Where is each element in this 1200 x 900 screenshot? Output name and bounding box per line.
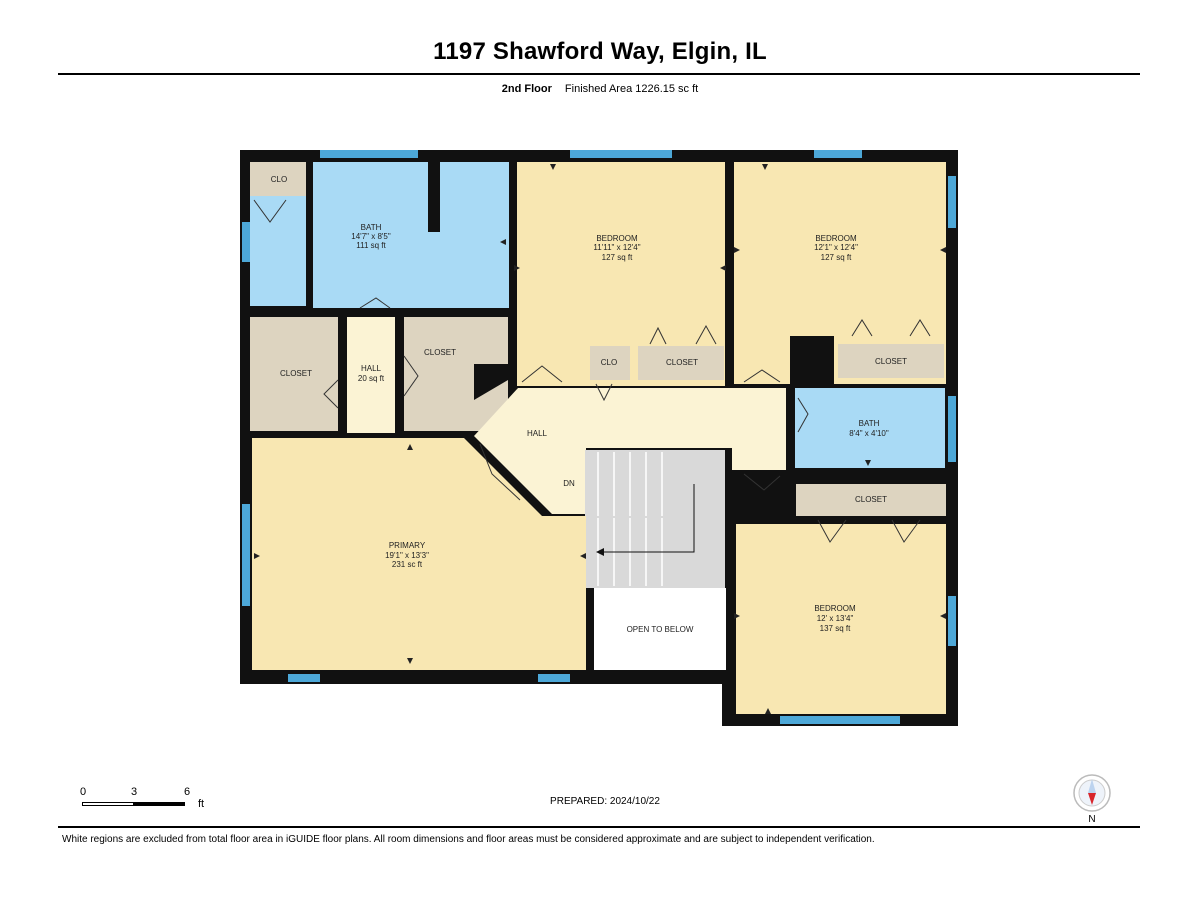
closet-mid-label: CLOSET: [424, 348, 456, 357]
hall-small-label: HALL: [361, 364, 382, 373]
bath-main-label: BATH: [361, 223, 382, 232]
compass: N: [1072, 773, 1112, 825]
scale-three: 3: [131, 786, 138, 798]
closet-b1-fill: [638, 346, 724, 380]
closet-b2-fill: [838, 344, 944, 378]
clo-top-label: CLO: [271, 175, 287, 184]
prepared-date: PREPARED: 2024/10/22: [550, 796, 660, 807]
scale-zero: 0: [80, 786, 87, 798]
dn-label: DN: [563, 479, 575, 488]
bedroom-3-fill: [736, 524, 946, 714]
hall-main-fill: [474, 388, 786, 514]
bedroom-2-dims: 12'1" x 12'4": [814, 243, 858, 252]
hall-main-label: HALL: [527, 429, 548, 438]
bath-small-fill: [795, 388, 945, 468]
bath-main-dims: 14'7" x 8'5": [351, 232, 391, 241]
scale-six: 6: [184, 786, 191, 798]
windows: [242, 150, 956, 724]
floor-name: 2nd Floor: [501, 83, 552, 95]
stair-arrowhead: [596, 548, 604, 556]
primary-fill: [252, 438, 586, 670]
scale-bar: 0 3 6 ft: [78, 786, 228, 816]
finished-area: Finished Area 1226.15 sc ft: [564, 83, 699, 95]
clo-mid-label: CLO: [601, 358, 617, 367]
closet-left-label: CLOSET: [280, 369, 312, 378]
stair-direction-arrow: [604, 484, 695, 553]
room-fills: [250, 162, 946, 714]
scale-segment-2: [133, 802, 185, 806]
bath-small-dims: 8'4" x 4'10": [849, 429, 889, 438]
footer-rule: [58, 826, 1140, 828]
interior-walls: [428, 162, 834, 400]
closet-left-fill: [250, 317, 338, 431]
primary-label: PRIMARY: [389, 541, 426, 550]
bath-main-fill: [313, 162, 509, 308]
bath-main-area: 111 sq ft: [356, 241, 386, 250]
clo-mid-fill: [590, 346, 630, 380]
bedroom-1-area: 127 sq ft: [602, 253, 633, 262]
stairs-fill: [585, 450, 725, 588]
room-labels: CLO BATH 14'7" x 8'5" 111 sq ft BEDROOM …: [271, 175, 907, 634]
clo-top-passage: [250, 196, 306, 306]
bedroom-2-area: 127 sq ft: [821, 253, 852, 262]
plan-title: 1197 Shawford Way, Elgin, IL: [433, 38, 767, 65]
bedroom-1-dims: 11'11" x 12'4": [593, 243, 640, 252]
hall-small-area: 20 sq ft: [358, 374, 385, 383]
plan-subtitle: 2nd Floor Finished Area 1226.15 sc ft: [0, 83, 1200, 95]
closet-b2-label: CLOSET: [875, 357, 907, 366]
closet-b1-label: CLOSET: [666, 358, 698, 367]
title-rule: [58, 73, 1140, 75]
clo-top-fill: [250, 162, 306, 196]
door-swings: [253, 199, 931, 543]
bedroom-3-label: BEDROOM: [814, 604, 856, 613]
bedroom-1-label: BEDROOM: [596, 234, 638, 243]
bedroom-3-area: 137 sq ft: [820, 624, 851, 633]
open-below-label: OPEN TO BELOW: [627, 625, 694, 634]
bath-small-label: BATH: [859, 419, 880, 428]
open-below-fill: [594, 588, 726, 670]
closet-b3-fill: [796, 484, 946, 516]
hall-small-fill: [347, 317, 395, 433]
closet-b3-label: CLOSET: [855, 495, 887, 504]
footer-disclaimer: White regions are excluded from total fl…: [62, 834, 875, 845]
dimension-marks: [254, 164, 946, 714]
bedroom-2-label: BEDROOM: [815, 234, 857, 243]
primary-area: 231 sc ft: [392, 560, 423, 569]
primary-dims: 19'1" x 13'3": [385, 551, 429, 560]
bedroom-3-dims: 12' x 13'4": [817, 614, 854, 623]
compass-icon: [1073, 774, 1111, 812]
compass-north-label: N: [1088, 814, 1096, 825]
scale-unit: ft: [198, 798, 205, 810]
